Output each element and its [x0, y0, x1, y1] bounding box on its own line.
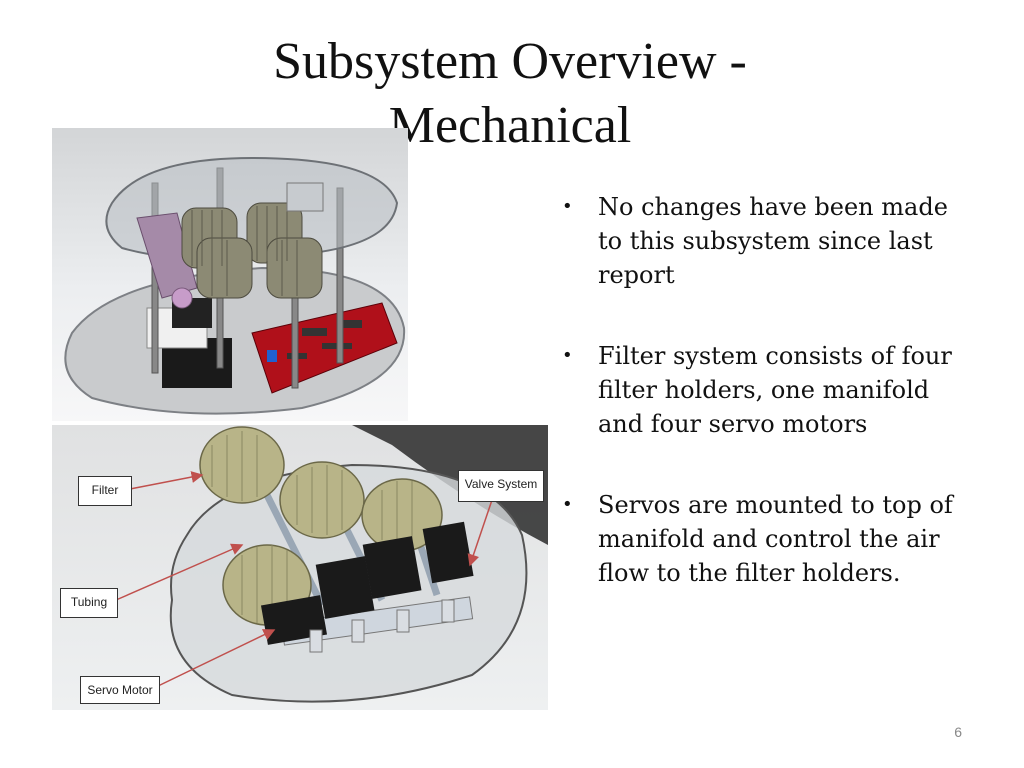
- callout-servo-motor: Servo Motor: [80, 676, 160, 704]
- bullet-item: • No changes have been made to this subs…: [562, 190, 972, 292]
- callout-valve-system: Valve System: [458, 470, 544, 502]
- bullet-dot-icon: •: [562, 494, 573, 515]
- bullet-dot-icon: •: [562, 196, 573, 217]
- callout-tubing: Tubing: [60, 588, 118, 618]
- bullet-text: Filter system consists of four filter ho…: [598, 342, 952, 438]
- bullet-text: Servos are mounted to top of manifold an…: [598, 491, 953, 587]
- bullet-list: • No changes have been made to this subs…: [562, 190, 972, 637]
- bullet-item: • Servos are mounted to top of manifold …: [562, 488, 972, 590]
- filter-system-render-image: [52, 425, 548, 710]
- assembly-render-image: [52, 128, 408, 421]
- slide-title: Subsystem Overview - Mechanical: [273, 33, 747, 154]
- bullet-dot-icon: •: [562, 345, 573, 366]
- callout-filter: Filter: [78, 476, 132, 506]
- bullet-text: No changes have been made to this subsys…: [598, 193, 948, 289]
- bullet-item: • Filter system consists of four filter …: [562, 339, 972, 441]
- slide-number: 6: [954, 724, 962, 740]
